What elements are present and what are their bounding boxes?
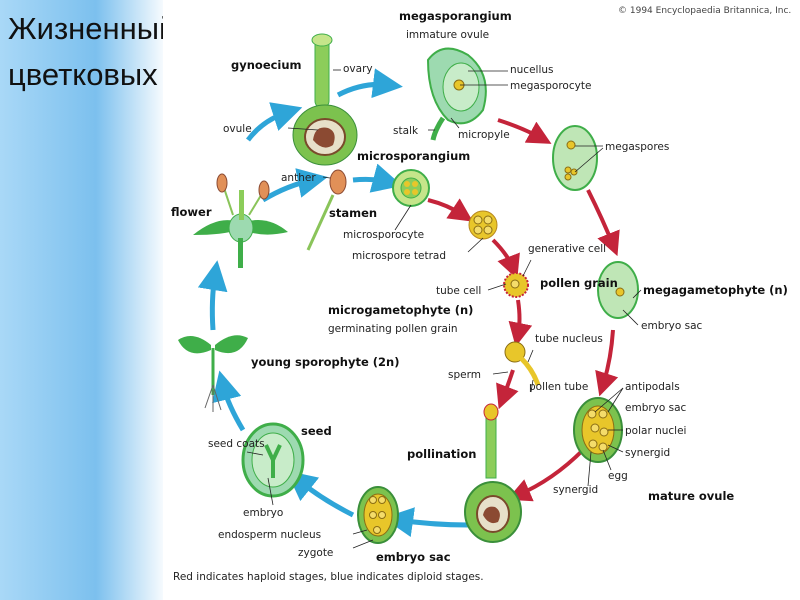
arrow-flower-to-gynoecium xyxy=(246,102,303,142)
label-megaspores: megaspores xyxy=(605,141,669,153)
arrow-gynoecium-to-megasporangium xyxy=(336,68,403,99)
label-mature-ovule: mature ovule xyxy=(648,489,734,503)
arrow-microsporangium-to-tetrad xyxy=(427,198,473,222)
label-stalk: stalk xyxy=(393,125,419,137)
microspore-tetrad-illustration xyxy=(468,210,498,240)
label-egg: egg xyxy=(608,470,628,482)
label-microspore-tetrad: microspore tetrad xyxy=(352,250,446,262)
arrow-tetrad-to-pollen-grain xyxy=(491,238,520,280)
label-nucellus: nucellus xyxy=(510,64,554,76)
label-embryo-sac-megagametophyte: embryo sac xyxy=(641,320,703,332)
pollen-grain-illustration xyxy=(503,272,529,298)
label-tube-nucleus: tube nucleus xyxy=(535,333,603,345)
label-synergid-right: synergid xyxy=(625,447,670,459)
label-sperm: sperm xyxy=(448,369,481,381)
pollination-illustration xyxy=(464,403,522,543)
arrow-seed-to-young-sporophyte xyxy=(212,370,246,432)
label-germinating-pollen-grain: germinating pollen grain xyxy=(328,323,458,335)
arrow-megaspores-to-megagametophyte xyxy=(586,189,620,257)
label-microgametophyte: microgametophyte (n) xyxy=(328,303,473,317)
copyright-text: © 1994 Encyclopaedia Britannica, Inc. xyxy=(618,6,791,16)
flower-illustration xyxy=(193,173,288,268)
label-megagametophyte: megagametophyte (n) xyxy=(643,283,788,297)
label-embryo-sac-mature-ovule: embryo sac xyxy=(625,402,687,414)
label-generative-cell: generative cell xyxy=(528,243,606,255)
megagametophyte-illustration xyxy=(597,261,639,319)
mature-ovule-illustration xyxy=(573,397,623,463)
label-embryo-sac-bottom: embryo sac xyxy=(376,550,451,564)
label-stamen: stamen xyxy=(329,206,377,220)
label-pollination: pollination xyxy=(407,447,476,461)
title-line-1: Жизненный xyxy=(8,11,168,46)
young-sporophyte-illustration xyxy=(178,335,248,412)
arrow-megagametophyte-to-mature-ovule xyxy=(595,329,619,397)
arrow-pollen-grain-to-germinating xyxy=(508,299,533,347)
label-flower: flower xyxy=(171,205,212,219)
arrow-stamen-to-microsporangium xyxy=(352,163,403,193)
arrow-megasporangium-to-megaspores xyxy=(497,118,552,144)
label-gynoecium: gynoecium xyxy=(231,58,302,72)
arrow-germinating-to-pollination xyxy=(496,369,519,410)
label-megasporangium: megasporangium xyxy=(399,9,512,23)
seed-illustration xyxy=(241,422,305,498)
leader-lines xyxy=(246,69,642,549)
label-endosperm-nucleus: endosperm nucleus xyxy=(218,529,321,541)
label-seed-coats: seed coats xyxy=(208,438,265,450)
megasporangium-illustration xyxy=(426,47,487,141)
stamen-illustration xyxy=(306,169,347,251)
label-pollen-grain: pollen grain xyxy=(540,276,618,290)
label-antipodals: antipodals xyxy=(625,381,680,393)
label-anther: anther xyxy=(281,172,316,184)
label-synergid-left: synergid xyxy=(553,484,598,496)
label-seed: seed xyxy=(301,424,332,438)
gynoecium-illustration xyxy=(292,33,358,166)
megaspores-illustration xyxy=(552,125,598,191)
label-microsporocyte: microsporocyte xyxy=(343,229,424,241)
arrow-pollination-to-embryo-sac xyxy=(383,507,469,537)
germinating-pollen-grain-illustration xyxy=(504,341,541,386)
label-embryo: embryo xyxy=(243,507,283,519)
label-young-sporophyte: young sporophyte (2n) xyxy=(251,355,399,369)
arrow-young-sporophyte-to-flower xyxy=(197,260,228,331)
label-ovule: ovule xyxy=(223,123,252,135)
label-zygote: zygote xyxy=(298,547,333,559)
label-micropyle: micropyle xyxy=(458,129,510,141)
diagram-panel: © 1994 Encyclopaedia Britannica, Inc. xyxy=(163,0,800,600)
life-cycle-diagram: © 1994 Encyclopaedia Britannica, Inc. xyxy=(171,6,791,583)
title-line-2: цветковых xyxy=(8,57,158,92)
arrow-embryo-sac-to-seed xyxy=(286,470,355,518)
arrow-mature-ovule-to-pollination xyxy=(506,448,585,502)
caption: Red indicates haploid stages, blue indic… xyxy=(173,571,484,583)
embryo-sac-illustration xyxy=(357,486,399,544)
label-pollen-tube: pollen tube xyxy=(529,381,588,393)
label-tube-cell: tube cell xyxy=(436,285,481,297)
microsporangium-illustration xyxy=(392,169,430,207)
label-microsporangium: microsporangium xyxy=(357,149,470,163)
slide-title: Жизненный цветковых xyxy=(8,6,168,101)
label-polar-nuclei: polar nuclei xyxy=(625,425,686,437)
label-ovary: ovary xyxy=(343,63,373,75)
label-immature-ovule: immature ovule xyxy=(406,29,489,41)
label-megasporocyte: megasporocyte xyxy=(510,80,591,92)
